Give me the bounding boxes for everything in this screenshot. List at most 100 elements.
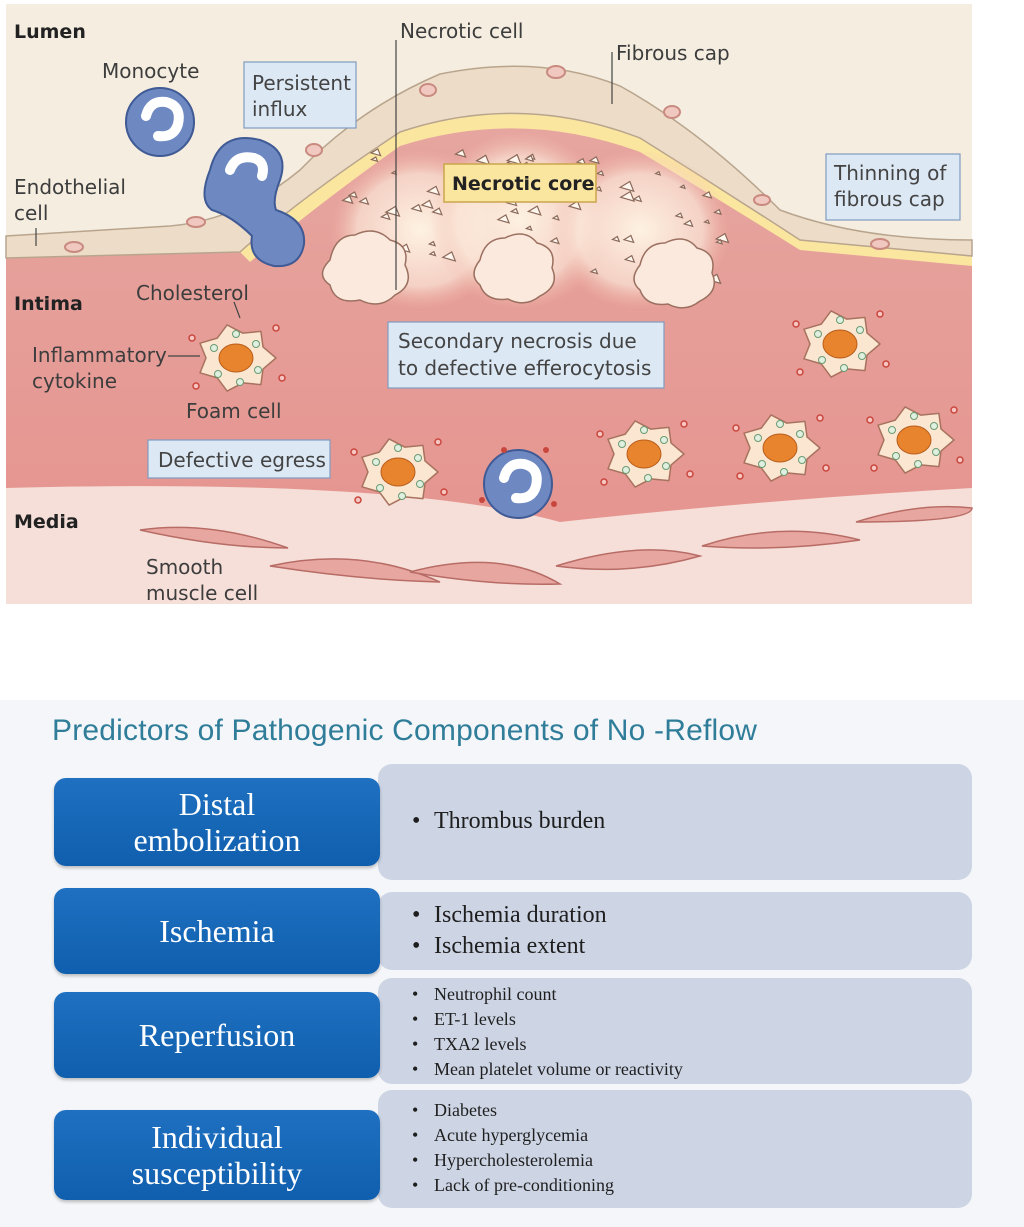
- debris-fragment: [526, 205, 542, 216]
- list-item: Thrombus burden: [410, 806, 605, 837]
- debris-fragment: [426, 185, 441, 196]
- intima-region: [6, 113, 972, 523]
- persistent-influx-line1: Persistent: [252, 71, 351, 95]
- row-heading-ischemia: Ischemia: [54, 888, 380, 974]
- debris-fragment: [589, 268, 599, 275]
- list-item: Lack of pre-conditioning: [410, 1173, 614, 1198]
- debris-fragment: [679, 184, 687, 190]
- cholesterol-label: Cholesterol: [136, 281, 249, 305]
- persistent-influx-line2: influx: [252, 97, 308, 121]
- row-heading-reperfusion: Reperfusion: [54, 992, 380, 1078]
- debris-fragment: [622, 234, 635, 244]
- lumen-label: Lumen: [14, 21, 86, 43]
- inflammatory-label-line1: Inflammatory: [32, 343, 167, 367]
- heading-line: Ischemia: [159, 913, 275, 949]
- debris-fragment: [505, 153, 523, 166]
- defective-egress-box: [147, 439, 331, 479]
- debris-fragment: [618, 180, 635, 193]
- foam-cell: [596, 420, 694, 488]
- table-title: Predictors of Pathogenic Components of N…: [52, 714, 758, 747]
- monocyte-transmigrating: [203, 137, 306, 268]
- debris-fragment: [593, 185, 603, 192]
- foam-cell: [866, 406, 964, 474]
- list-item: Hypercholesterolemia: [410, 1148, 614, 1173]
- list-item: TXA2 levels: [410, 1032, 683, 1057]
- items-distal-embolization: Thrombus burden: [410, 806, 605, 837]
- list-item: Neutrophil count: [410, 982, 683, 1007]
- foam-cell-label: Foam cell: [186, 399, 282, 423]
- debris-fragment: [524, 154, 535, 163]
- debris-fragment: [588, 155, 600, 165]
- endothelial-label-line1: Endothelial: [14, 175, 126, 199]
- items-reperfusion: Neutrophil count ET-1 levels TXA2 levels…: [410, 982, 683, 1082]
- debris-fragment: [567, 200, 582, 211]
- monocyte-label: Monocyte: [102, 59, 199, 83]
- debris-fragment: [714, 238, 724, 245]
- necrotic-cells: [321, 230, 715, 309]
- debris-fragment: [496, 214, 511, 224]
- intima-label: Intima: [14, 293, 83, 315]
- list-item: Ischemia duration: [410, 900, 607, 931]
- list-item: Ischemia extent: [410, 931, 607, 962]
- media-label: Media: [14, 511, 79, 533]
- debris-fragment: [427, 240, 437, 247]
- debris-fragment: [595, 170, 605, 177]
- debris-fragment: [341, 195, 354, 205]
- predictors-panel: Predictors of Pathogenic Components of N…: [0, 700, 1024, 1227]
- necrotic-core-box: [443, 163, 597, 203]
- list-item: ET-1 levels: [410, 1007, 683, 1032]
- secondary-necrosis-box: [387, 321, 665, 389]
- monocyte-intima: [479, 447, 557, 519]
- row-heading-individual-susceptibility: Individual susceptibility: [54, 1110, 380, 1200]
- list-item: Mean platelet volume or reactivity: [410, 1057, 683, 1082]
- endothelial-label-line2: cell: [14, 201, 48, 225]
- secondary-necrosis-line2: to defective efferocytosis: [398, 356, 651, 380]
- debris-fragment: [441, 251, 457, 262]
- foam-cell: [732, 414, 830, 482]
- heading-line: Individual: [151, 1119, 283, 1155]
- debris-fragment: [682, 219, 694, 228]
- smooth-muscle-line1: Smooth: [146, 555, 223, 579]
- row-heading-distal-embolization: Distal embolization: [54, 778, 380, 866]
- foam-cell: [188, 324, 286, 392]
- foam-cells: [188, 310, 964, 506]
- debris-fragment: [551, 214, 560, 221]
- smooth-muscle-cells: [139, 505, 973, 585]
- endothelial-nuclei: [64, 65, 890, 253]
- fibrous-cap: [240, 109, 972, 267]
- debris-fragment: [623, 254, 636, 264]
- foam-cell: [792, 310, 890, 378]
- debris-fragment: [701, 190, 713, 199]
- media-region: [6, 486, 972, 604]
- debris-fragment: [674, 212, 684, 219]
- thinning-line1: Thinning of: [833, 161, 947, 185]
- thinning-box: [825, 153, 961, 221]
- debris-fragment: [549, 237, 560, 245]
- debris-fragment: [454, 148, 467, 158]
- debris-fragment: [347, 191, 358, 199]
- debris-fragment: [410, 203, 423, 213]
- debris-fragment: [475, 154, 491, 166]
- fibrous-cap-label: Fibrous cap: [616, 41, 730, 65]
- heading-line: Reperfusion: [138, 1017, 296, 1053]
- debris-fragment: [654, 170, 662, 176]
- debris-fragment: [703, 219, 711, 225]
- smooth-muscle-line2: muscle cell: [146, 581, 258, 605]
- heading-line: susceptibility: [131, 1155, 303, 1191]
- items-ischemia: Ischemia duration Ischemia extent: [410, 900, 607, 962]
- necrotic-cell-label: Necrotic cell: [400, 19, 523, 43]
- thinning-line2: fibrous cap: [834, 187, 945, 211]
- debris-fragment: [420, 199, 434, 210]
- debris-fragment: [379, 212, 391, 221]
- heading-line: embolization: [133, 822, 301, 858]
- debris-fragment: [369, 148, 382, 157]
- debris-fragment: [428, 250, 437, 257]
- list-item: Diabetes: [410, 1098, 614, 1123]
- debris-fragment: [610, 235, 621, 243]
- debris-fragment: [431, 207, 443, 216]
- list-item: Acute hyperglycemia: [410, 1123, 614, 1148]
- atherosclerosis-diagram: Lumen Monocyte Persistent influx Necroti…: [5, 4, 973, 605]
- necrotic-core-label: Necrotic core: [452, 173, 595, 195]
- debris-fragment: [713, 208, 723, 216]
- items-individual-susceptibility: Diabetes Acute hyperglycemia Hypercholes…: [410, 1098, 614, 1198]
